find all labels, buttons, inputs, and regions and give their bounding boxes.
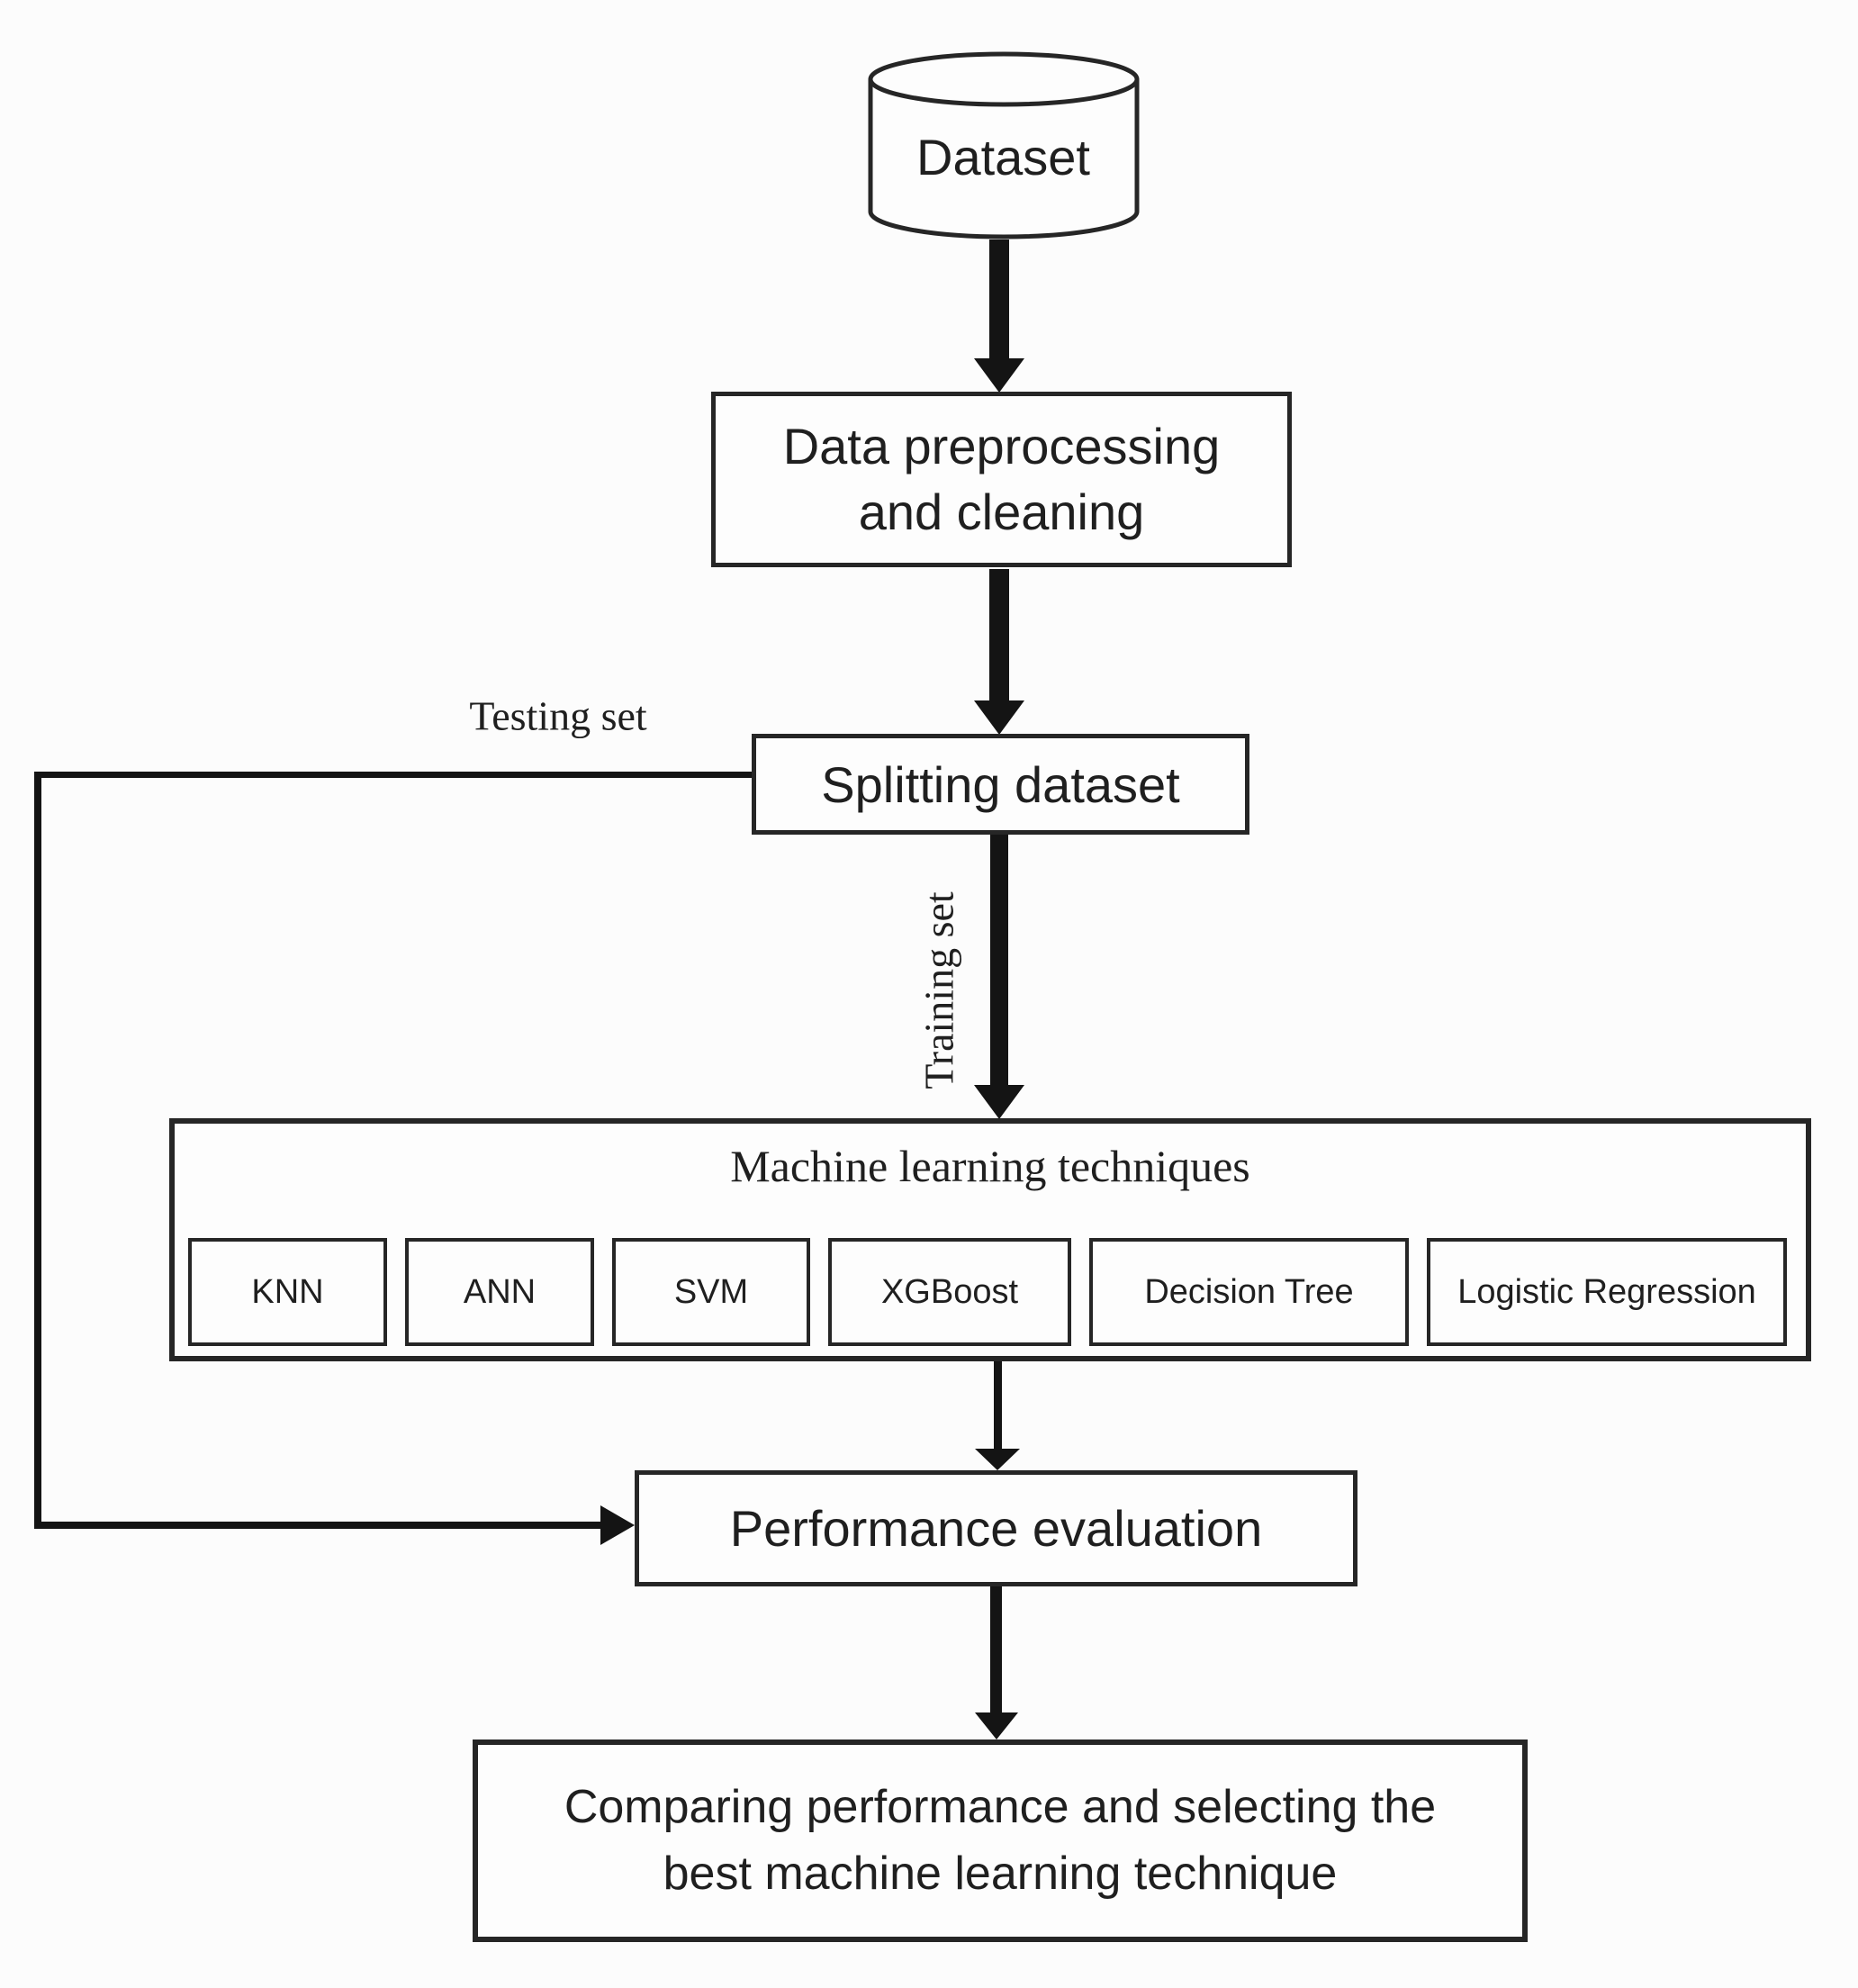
technique-box-logistic-regression: Logistic Regression [1427, 1238, 1787, 1346]
technique-label: KNN [251, 1272, 324, 1311]
dataset-cylinder [868, 51, 1140, 239]
arrow-dataset-to-preprocessing-shaft [989, 239, 1009, 360]
technique-box-ann: ANN [405, 1238, 594, 1346]
arrow-down-icon [974, 1085, 1024, 1119]
dataset-label: Dataset [916, 129, 1090, 185]
testing-path-bottom-segment [34, 1522, 601, 1529]
technique-box-knn: KNN [188, 1238, 387, 1346]
splitting-label: Splitting dataset [821, 755, 1180, 813]
technique-label: SVM [673, 1272, 749, 1311]
comparison-box: Comparing performance and selecting the … [473, 1740, 1528, 1942]
arrow-down-icon [974, 358, 1024, 393]
preprocessing-box: Data preprocessing and cleaning [711, 392, 1292, 567]
technique-box-xgboost: XGBoost [828, 1238, 1071, 1346]
evaluation-label: Performance evaluation [729, 1500, 1263, 1557]
technique-label: Decision Tree [1144, 1272, 1354, 1311]
evaluation-box: Performance evaluation [635, 1470, 1357, 1586]
testing-path-top-segment [36, 772, 752, 778]
technique-label: XGBoost [880, 1272, 1019, 1311]
arrow-down-icon [974, 700, 1024, 735]
arrow-splitting-to-ml-shaft [990, 835, 1008, 1087]
arrow-down-icon [975, 1712, 1018, 1740]
testing-set-edge-label: Testing set [469, 692, 647, 739]
comparison-label: Comparing performance and selecting the … [564, 1780, 1437, 1900]
training-set-edge-label: Training set [915, 891, 962, 1089]
arrow-ml-to-evaluation-shaft [994, 1361, 1002, 1450]
preprocessing-label: Data preprocessing and cleaning [782, 417, 1221, 540]
technique-label: ANN [463, 1272, 537, 1311]
ml-techniques-title: Machine learning techniques [730, 1141, 1250, 1191]
testing-path-vertical-segment [34, 772, 41, 1528]
splitting-box: Splitting dataset [752, 734, 1249, 835]
arrow-right-icon [600, 1505, 635, 1545]
technique-box-svm: SVM [612, 1238, 810, 1346]
technique-box-decision-tree: Decision Tree [1089, 1238, 1409, 1346]
arrow-down-icon [975, 1449, 1020, 1470]
arrow-evaluation-to-comparison-shaft [990, 1586, 1002, 1714]
technique-label: Logistic Regression [1457, 1272, 1756, 1311]
arrow-preprocessing-to-splitting-shaft [989, 569, 1009, 702]
ml-techniques-row: KNN ANN SVM XGBoost Decision Tree Logist… [188, 1238, 1799, 1346]
